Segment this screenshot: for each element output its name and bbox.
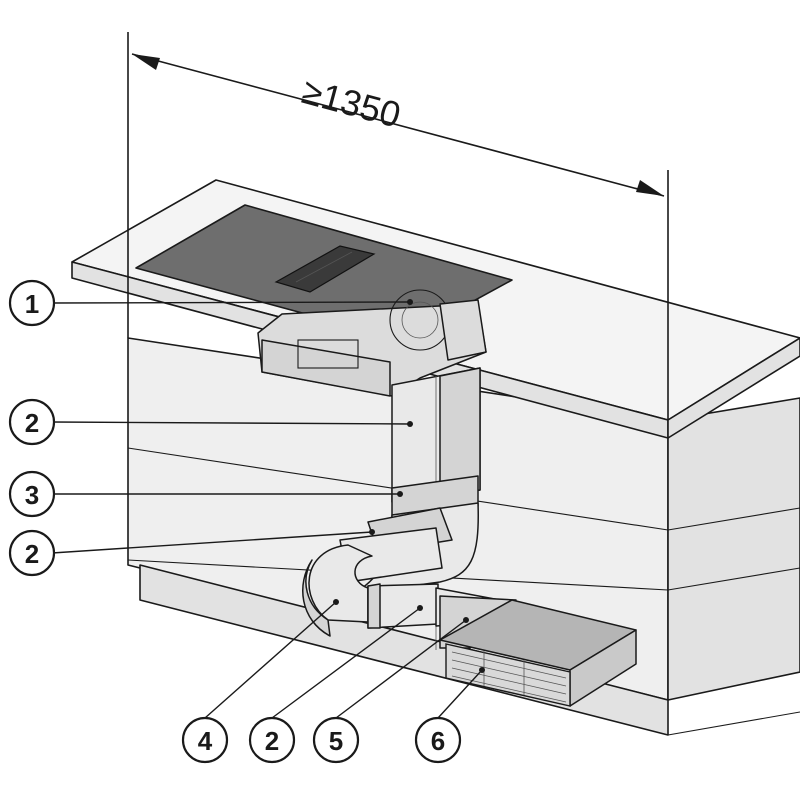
grille-slat xyxy=(451,651,567,679)
callout-circle xyxy=(414,716,462,764)
leader-dot xyxy=(463,617,469,623)
leader-dot xyxy=(479,667,485,673)
fan-outlet-inner xyxy=(401,301,439,339)
leader-dot xyxy=(417,605,423,611)
grille-slats xyxy=(451,651,567,703)
leader-dot xyxy=(333,599,339,605)
callout-label: 3 xyxy=(25,480,39,510)
fan-side-bracket xyxy=(439,299,487,361)
dimension-label: ≥1350 xyxy=(298,70,405,135)
leader-2b xyxy=(51,531,373,554)
callout-3: 3 xyxy=(8,470,56,518)
leader-6 xyxy=(437,669,483,719)
lower-duct-collar xyxy=(367,583,381,629)
leader-5 xyxy=(335,619,467,719)
vent-detail xyxy=(295,251,353,283)
leader-dot xyxy=(369,529,375,535)
callout-circle xyxy=(312,716,360,764)
dimension-arrow-left xyxy=(132,54,160,70)
callout-circle xyxy=(8,470,56,518)
callout-1: 1 xyxy=(8,279,56,327)
fan-unit-connector xyxy=(297,339,359,369)
callout-2c: 2 xyxy=(248,716,296,764)
vertical-duct xyxy=(391,367,481,650)
fan-unit xyxy=(257,289,487,397)
callout-circle xyxy=(181,716,229,764)
horizontal-duct-lower xyxy=(367,583,439,629)
leader-dot xyxy=(407,299,413,305)
callout-2b: 2 xyxy=(8,529,56,577)
grille-slat xyxy=(451,659,567,687)
flat-bend-side xyxy=(302,559,331,637)
grille-slat xyxy=(451,667,567,695)
callout-circle xyxy=(8,279,56,327)
callout-circle xyxy=(248,716,296,764)
leader-dot xyxy=(397,491,403,497)
callout-label: 2 xyxy=(25,408,39,438)
dimension-line xyxy=(131,53,665,197)
callout-label: 5 xyxy=(329,726,343,756)
countertop-side-edge xyxy=(667,337,800,439)
vertical-duct-side xyxy=(439,367,481,497)
hob-vent-slot xyxy=(274,245,376,293)
flat-bend xyxy=(302,544,373,637)
dimension-arrow-right xyxy=(636,180,664,196)
drawer-line-1 xyxy=(127,447,800,531)
leader-1 xyxy=(51,301,411,304)
callout-6: 6 xyxy=(414,716,462,764)
callout-circle xyxy=(8,398,56,446)
plinth-outlet-box xyxy=(439,599,637,707)
callout-label: 2 xyxy=(265,726,279,756)
callout-label: 2 xyxy=(25,539,39,569)
cabinet-side xyxy=(667,397,800,701)
grille-slat xyxy=(451,675,567,703)
callout-circle xyxy=(8,529,56,577)
leader-lines xyxy=(51,299,485,719)
callout-4: 4 xyxy=(181,716,229,764)
callout-label: 6 xyxy=(431,726,445,756)
leader-2a xyxy=(51,421,411,425)
plinth-edge xyxy=(667,711,800,736)
grille-face xyxy=(445,643,571,707)
callout-5: 5 xyxy=(312,716,360,764)
leader-4 xyxy=(204,601,337,719)
callout-label: 4 xyxy=(198,726,213,756)
callout-label: 1 xyxy=(25,289,39,319)
leader-dot xyxy=(407,421,413,427)
leader-2c xyxy=(271,607,421,719)
callout-2a: 2 xyxy=(8,398,56,446)
